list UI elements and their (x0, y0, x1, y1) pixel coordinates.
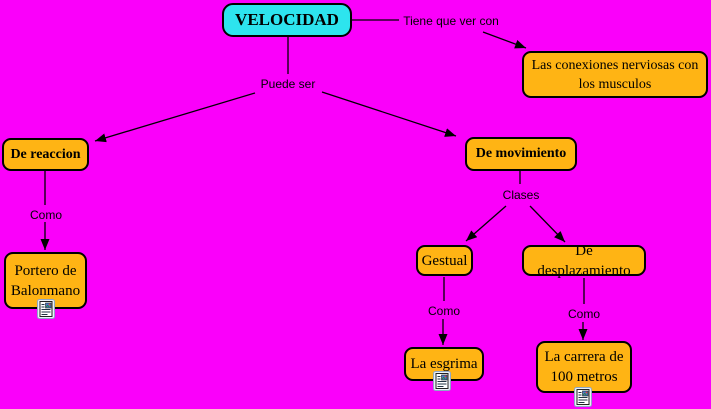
node-label: De movimiento (475, 146, 567, 161)
node-label: VELOCIDAD (235, 10, 339, 29)
node-label-line2: 100 metros (550, 369, 618, 385)
node-label: De desplazamiento (537, 242, 631, 279)
link-label-clases[interactable]: Clases (502, 188, 540, 202)
node-conexiones-nerviosas[interactable]: Las conexiones nerviosas con los musculo… (522, 51, 708, 98)
connector-arrow (482, 31, 527, 49)
resource-icon[interactable] (574, 387, 592, 407)
node-portero-balonmano[interactable]: Portero de Balonmano (4, 252, 87, 309)
node-velocidad[interactable]: VELOCIDAD (222, 3, 352, 37)
resource-icon[interactable] (37, 299, 55, 319)
node-de-desplazamiento[interactable]: De desplazamiento (522, 243, 646, 279)
node-la-esgrima[interactable]: La esgrima (404, 347, 484, 381)
link-label-como-desplazamiento[interactable]: Como (567, 307, 600, 321)
node-label: La esgrima (410, 356, 478, 372)
connector-arrow (529, 205, 566, 243)
link-label-como-reaccion[interactable]: Como (29, 208, 62, 222)
node-label: Gestual (421, 252, 468, 269)
link-label-puede-ser[interactable]: Puede ser (260, 77, 316, 91)
node-gestual[interactable]: Gestual (416, 245, 473, 276)
node-label-line1: La carrera de (544, 349, 624, 365)
connector-arrow (465, 205, 507, 242)
link-label-como-gestual[interactable]: Como (427, 304, 460, 318)
node-label-line1: Portero de (14, 262, 77, 279)
node-label-line2: Balonmano (10, 282, 81, 299)
link-label-tiene-que-ver-con[interactable]: Tiene que ver con (403, 14, 499, 28)
node-label-line2: los musculos (578, 76, 652, 92)
connector-arrow (94, 92, 256, 143)
node-la-carrera[interactable]: La carrera de 100 metros (536, 341, 632, 393)
connector-arrow (321, 91, 457, 137)
node-label: De reaccion (10, 146, 81, 162)
node-de-movimiento[interactable]: De movimiento (465, 137, 577, 171)
resource-icon[interactable] (433, 371, 451, 391)
node-de-reaccion[interactable]: De reaccion (2, 138, 89, 171)
node-label-line1: Las conexiones nerviosas con (531, 57, 699, 73)
